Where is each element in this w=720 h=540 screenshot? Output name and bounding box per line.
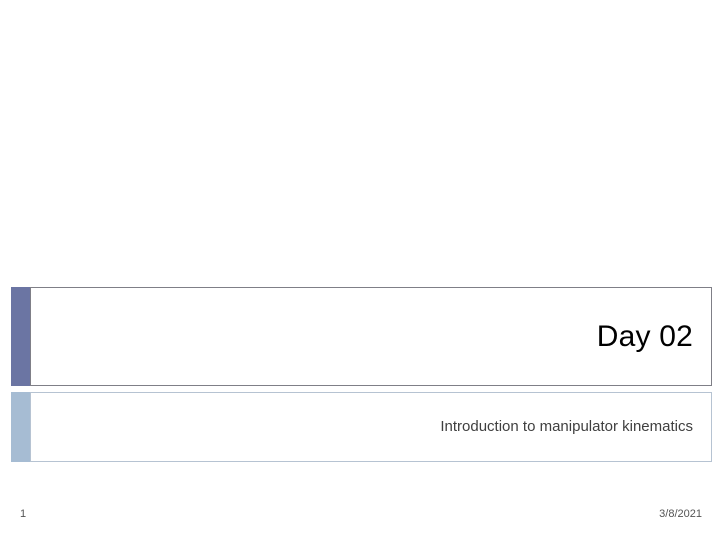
title-placeholder[interactable]: Day 02	[30, 287, 712, 386]
title-accent-bar	[11, 287, 30, 386]
page-title: Day 02	[596, 319, 693, 353]
subtitle-accent-bar	[11, 392, 30, 462]
subtitle-placeholder[interactable]: Introduction to manipulator kinematics	[30, 392, 712, 462]
page-subtitle: Introduction to manipulator kinematics	[440, 418, 693, 435]
footer-date: 3/8/2021	[659, 508, 702, 520]
footer-page-number: 1	[20, 508, 27, 520]
